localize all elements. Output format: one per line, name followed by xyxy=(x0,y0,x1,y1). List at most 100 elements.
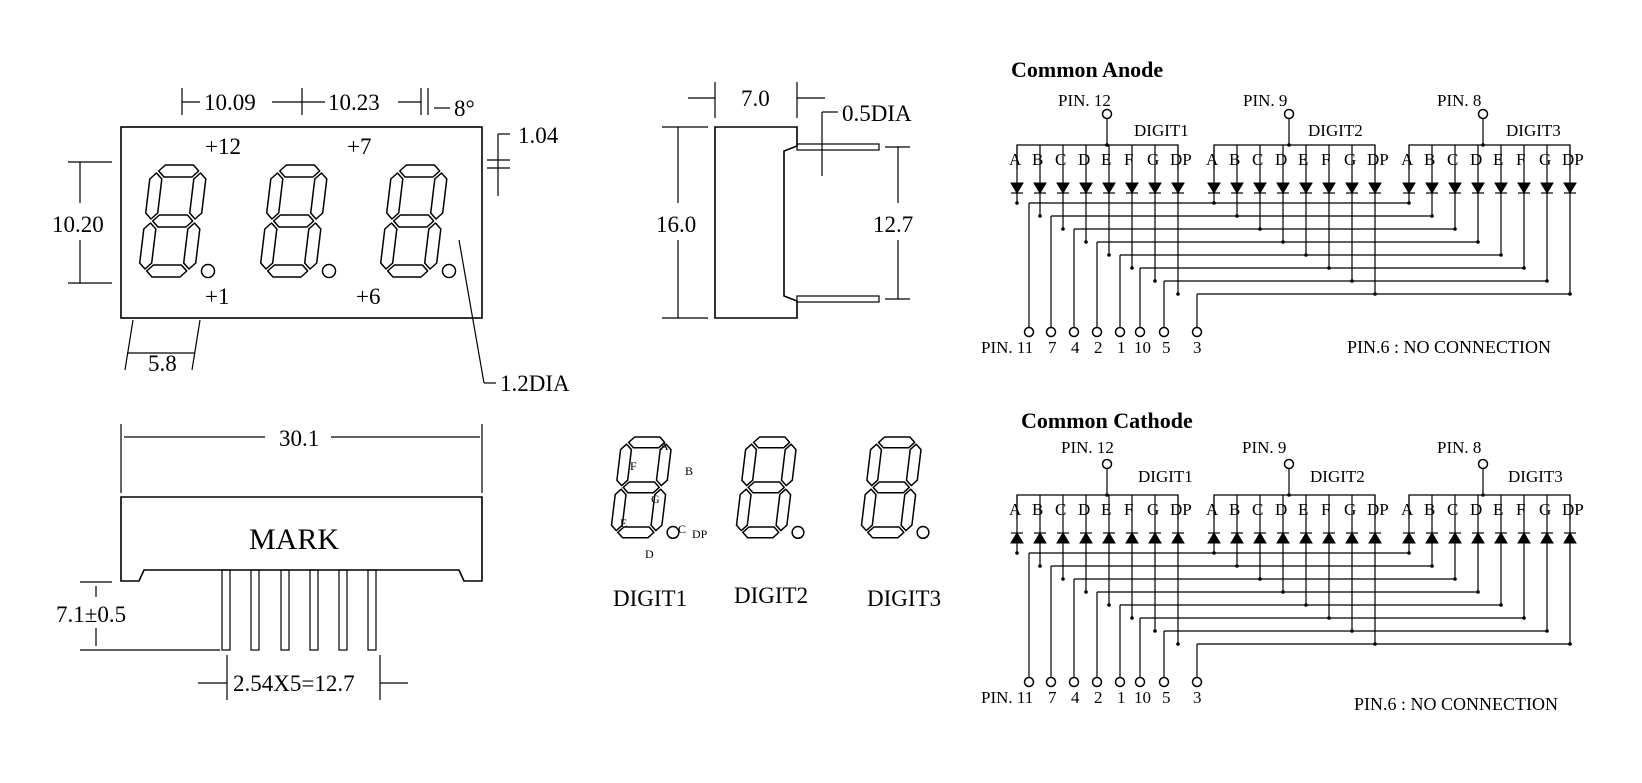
segment-label: DP xyxy=(1170,500,1192,519)
diode xyxy=(1102,532,1116,544)
common-pin xyxy=(1101,458,1113,470)
junction xyxy=(1038,214,1042,218)
schematic-common-cathode: Common Cathode PIN. 12 PIN. 9 PIN. 8 DIG… xyxy=(981,408,1584,714)
diode xyxy=(1368,532,1382,544)
segment-label: G xyxy=(1539,150,1551,169)
schematic-common-anode: Common Anode PIN. 12 PIN. 9 PIN. 8 DIGIT… xyxy=(981,57,1584,357)
junction xyxy=(1373,292,1377,296)
segment-label: D xyxy=(1470,500,1482,519)
decimal-point xyxy=(666,525,680,540)
pin-label-4: 4 xyxy=(1071,688,1080,707)
segment-label: A xyxy=(1009,500,1022,519)
segment-label: A xyxy=(1401,500,1414,519)
segment-label: G xyxy=(1147,500,1159,519)
bottom-pin xyxy=(1068,676,1080,688)
dim-16-0: 16.0 xyxy=(656,212,696,237)
segment-label: E xyxy=(1101,150,1111,169)
seg-label-e: E xyxy=(620,516,627,530)
bottom-pin xyxy=(1191,676,1203,688)
segment-d xyxy=(617,526,655,539)
segment-b xyxy=(429,172,448,220)
dim-10-09: 10.09 xyxy=(204,90,256,115)
common-pin-label: PIN. 8 xyxy=(1437,438,1481,457)
diode xyxy=(1345,532,1359,544)
pin-lead xyxy=(309,569,319,651)
decimal-point xyxy=(321,263,337,279)
junction xyxy=(1107,253,1111,257)
common-pin-label: PIN. 12 xyxy=(1061,438,1114,457)
diode xyxy=(1563,532,1577,544)
bottom-pin xyxy=(1134,326,1146,338)
pin-label-10: 10 xyxy=(1134,338,1151,357)
segment-label: A xyxy=(1206,150,1219,169)
segment-label: D xyxy=(1275,500,1287,519)
segment-label: B xyxy=(1229,500,1240,519)
diode xyxy=(1402,532,1416,544)
diode xyxy=(1056,182,1070,194)
segment-label: D xyxy=(1275,150,1287,169)
pin-tag-6: +6 xyxy=(356,284,380,309)
segment-c xyxy=(303,222,322,270)
diode xyxy=(1033,532,1047,544)
segment-d xyxy=(742,526,780,539)
segment-e xyxy=(259,222,278,270)
segment-f xyxy=(265,172,284,220)
junction xyxy=(1476,240,1480,244)
bottom-pin xyxy=(1045,326,1057,338)
segment-e xyxy=(138,222,157,270)
junction xyxy=(1061,227,1065,231)
segment-c xyxy=(182,222,201,270)
junction xyxy=(1481,493,1485,497)
pin-label-3: 3 xyxy=(1193,338,1202,357)
common-pin xyxy=(1283,108,1295,120)
schematic-title: Common Cathode xyxy=(1021,408,1193,433)
segment-label: F xyxy=(1516,500,1525,519)
junction xyxy=(1568,642,1572,646)
bottom-pin xyxy=(1158,326,1170,338)
pins-row xyxy=(221,569,377,651)
dim-7-1: 7.1±0.5 xyxy=(56,602,126,627)
segment-label: D xyxy=(1470,150,1482,169)
mark-label: MARK xyxy=(249,523,339,556)
diode xyxy=(1207,182,1221,194)
segment-label: F xyxy=(1516,150,1525,169)
segment-label: C xyxy=(1252,150,1263,169)
dim-10-23: 10.23 xyxy=(328,90,380,115)
pin-label-10: 10 xyxy=(1134,688,1151,707)
junction xyxy=(1430,214,1434,218)
junction xyxy=(1281,590,1285,594)
junction xyxy=(1015,201,1019,205)
segment-f xyxy=(741,443,758,487)
segment-label: A xyxy=(1401,150,1414,169)
front-digits xyxy=(138,164,457,279)
segment-identification: A B C D E F G DP DIGIT1 DIGIT2 DIGIT3 xyxy=(610,436,941,611)
common-pin xyxy=(1101,108,1113,120)
junction xyxy=(1499,253,1503,257)
segment-b xyxy=(655,443,672,487)
segment-label: C xyxy=(1055,500,1066,519)
common-pin xyxy=(1477,458,1489,470)
segment-c xyxy=(423,222,442,270)
segment-label: E xyxy=(1493,500,1503,519)
junction xyxy=(1258,227,1262,231)
segment-a xyxy=(877,436,916,449)
pin-lead xyxy=(367,569,377,651)
segment-label: A xyxy=(1009,150,1022,169)
segment-label: B xyxy=(1032,150,1043,169)
segment-b xyxy=(780,443,797,487)
segment-label: DP xyxy=(1562,150,1584,169)
segment-label: G xyxy=(1539,500,1551,519)
decimal-point xyxy=(916,525,930,540)
segment-f xyxy=(144,172,163,220)
junction xyxy=(1453,577,1457,581)
segment-f xyxy=(616,443,633,487)
junction xyxy=(1176,292,1180,296)
segment-a xyxy=(752,436,791,449)
junction xyxy=(1476,590,1480,594)
bottom-pin xyxy=(1114,326,1126,338)
junction xyxy=(1176,642,1180,646)
digit-label: DIGIT3 xyxy=(1506,121,1561,140)
junction xyxy=(1545,629,1549,633)
